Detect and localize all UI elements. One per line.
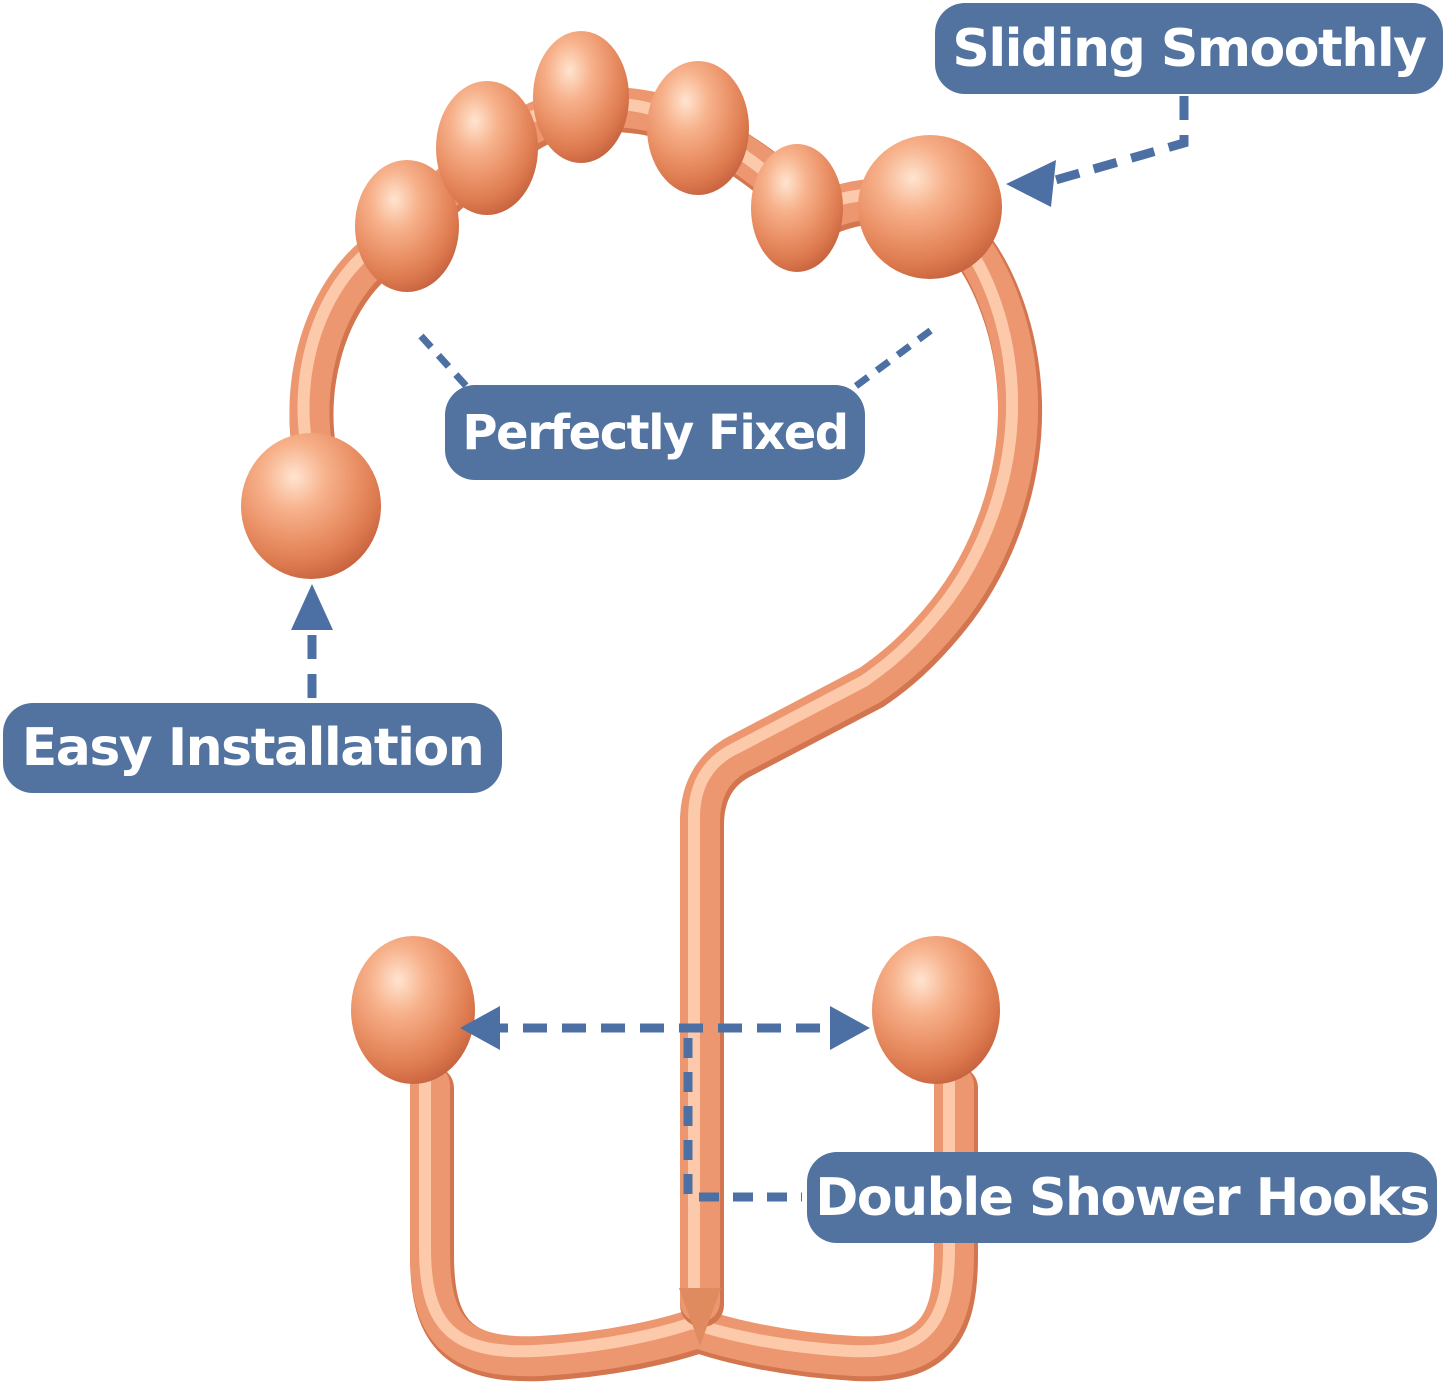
callout-double-shower-hooks: Double Shower Hooks: [807, 1152, 1437, 1243]
arrowhead-icon: [291, 584, 333, 630]
callout-label: Perfectly Fixed: [462, 404, 849, 461]
roller-ball: [355, 160, 459, 292]
perfectly-fixed-pointer-left: [418, 333, 471, 391]
bottom-left-hook-ball: [351, 936, 475, 1084]
right-end-ball: [858, 135, 1002, 279]
arrowhead-icon: [460, 1006, 500, 1050]
callout-label: Double Shower Hooks: [815, 1167, 1430, 1228]
double-hooks-elbow-line: [683, 1038, 802, 1202]
stem-pointed-tip: [679, 1288, 721, 1346]
open-end-ball: [241, 433, 381, 579]
easy-installation-arrow: [291, 584, 333, 698]
arrowhead-icon: [830, 1006, 870, 1050]
sliding-smoothly-arrow: [1006, 96, 1189, 207]
callout-easy-installation: Easy Installation: [3, 703, 502, 793]
roller-ball: [751, 144, 843, 272]
double-hooks-width-arrow: [460, 1006, 870, 1050]
roller-ball: [647, 61, 749, 195]
rollerballs: [241, 31, 1002, 1084]
callout-sliding-smoothly: Sliding Smoothly: [935, 3, 1443, 94]
callout-label: Sliding Smoothly: [952, 18, 1427, 79]
perfectly-fixed-pointer-right: [853, 325, 937, 389]
roller-ball: [533, 31, 629, 163]
roller-ball: [436, 81, 538, 215]
arrowhead-icon: [1006, 160, 1056, 207]
callout-label: Easy Installation: [21, 718, 485, 778]
bottom-right-hook-ball: [872, 936, 1000, 1084]
callout-perfectly-fixed: Perfectly Fixed: [445, 385, 865, 480]
